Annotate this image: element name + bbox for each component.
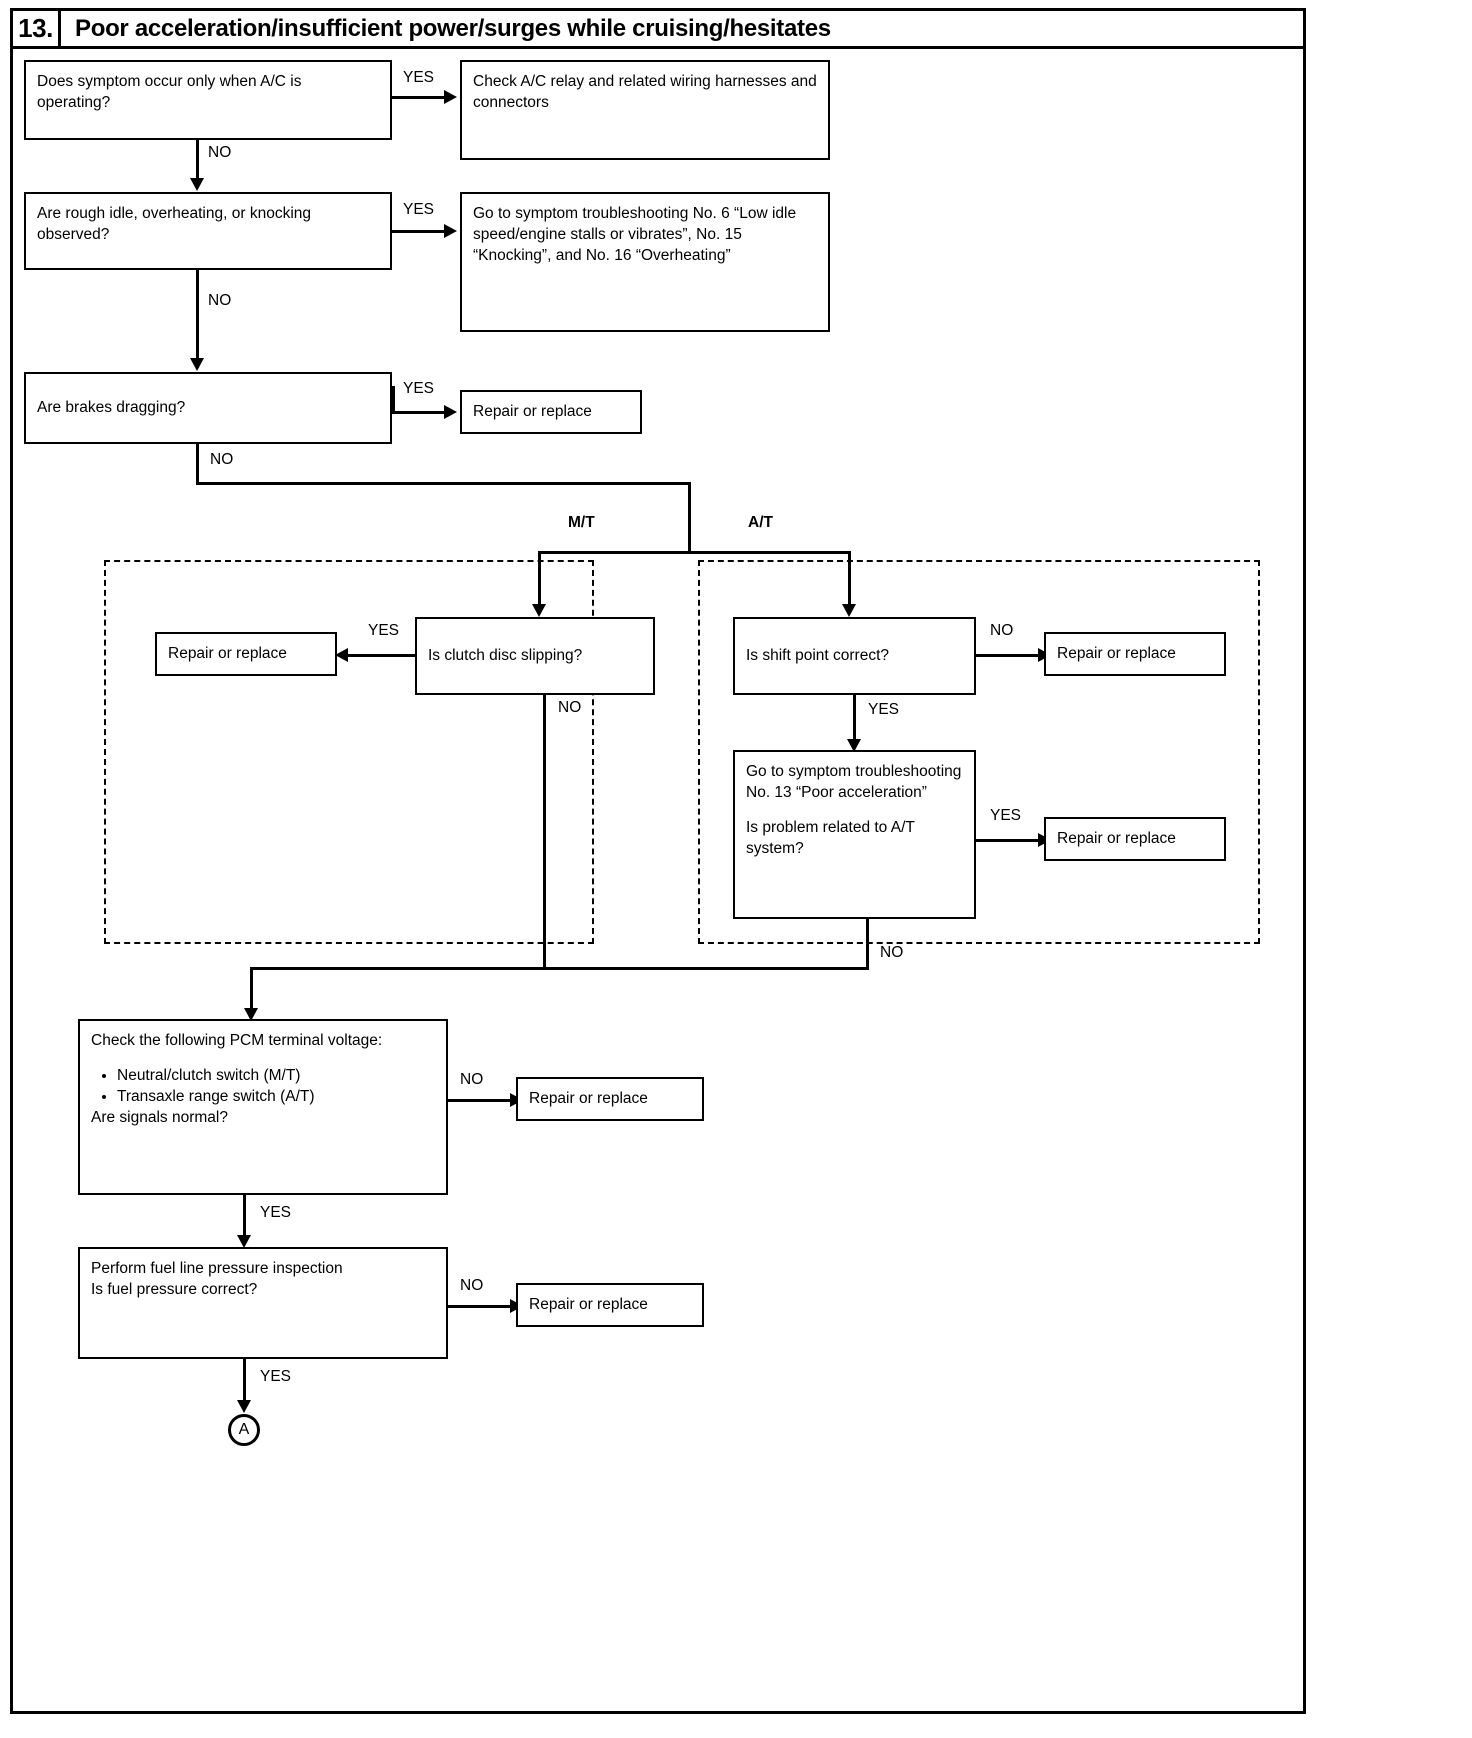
node-at-system-line2: Is problem related to A/T system?: [746, 818, 915, 857]
edge-merge-arrowhead: [244, 1008, 258, 1021]
group-frame-at: [698, 560, 1260, 944]
edge-merge-drop: [250, 967, 253, 1015]
edge-clutch-no-line: [543, 695, 546, 969]
edge-ac-yes-line: [392, 96, 444, 99]
edge-ac-no-line: [196, 140, 199, 188]
node-shift-question: Is shift point correct?: [733, 617, 976, 695]
node-pcm-title: Check the following PCM terminal voltage…: [91, 1032, 383, 1049]
node-pcm-answer: Repair or replace: [516, 1077, 704, 1121]
node-fuel-line1: Perform fuel line pressure inspection: [91, 1260, 343, 1277]
edge-fuel-yes-arrowhead: [237, 1400, 251, 1413]
page-border: [10, 8, 1306, 1714]
edge-label-shift-no: NO: [990, 622, 1014, 639]
edge-rough-no-line: [196, 270, 199, 368]
edge-pcm-yes-arrowhead: [237, 1235, 251, 1248]
node-at-system-question: Go to symptom troubleshooting No. 13 “Po…: [733, 750, 976, 919]
edge-clutch-yes-line: [348, 654, 416, 657]
node-shift-answer: Repair or replace: [1044, 632, 1226, 676]
edge-brakes-no-across: [196, 482, 691, 485]
edge-label-at-system-no: NO: [880, 944, 904, 961]
edge-at-system-yes-line: [976, 839, 1041, 842]
edge-pcm-yes-line: [243, 1195, 246, 1243]
node-ac-question: Does symptom occur only when A/C is oper…: [24, 60, 392, 140]
node-rough-idle-answer: Go to symptom troubleshooting No. 6 “Low…: [460, 192, 830, 332]
edge-mt-at-split-bar: [538, 551, 850, 554]
edge-brakes-no-drop: [688, 482, 691, 553]
edge-label-clutch-no: NO: [558, 699, 582, 716]
node-brakes-question: Are brakes dragging?: [24, 372, 392, 444]
chart-header: 13. Poor acceleration/insufficient power…: [13, 11, 1303, 49]
edge-label-rough-yes: YES: [403, 201, 435, 218]
node-fuel-answer: Repair or replace: [516, 1283, 704, 1327]
node-at-system-answer: Repair or replace: [1044, 817, 1226, 861]
node-pcm-bullet-1: Transaxle range switch (A/T): [117, 1087, 435, 1108]
node-brakes-answer: Repair or replace: [460, 390, 642, 434]
edge-label-ac-yes: YES: [403, 69, 435, 86]
edge-rough-yes-arrowhead: [444, 224, 457, 238]
edge-label-ac-no: NO: [208, 144, 232, 161]
edge-ac-yes-arrowhead: [444, 90, 457, 104]
node-clutch-question: Is clutch disc slipping?: [415, 617, 655, 695]
edge-label-fuel-no: NO: [460, 1277, 484, 1294]
edge-rough-no-arrowhead: [190, 358, 204, 371]
edge-label-brakes-yes: YES: [403, 380, 435, 397]
edge-pcm-no-line: [448, 1099, 513, 1102]
edge-label-clutch-yes: YES: [368, 622, 400, 639]
edge-brakes-yes-line: [392, 411, 444, 414]
node-clutch-answer: Repair or replace: [155, 632, 337, 676]
edge-label-at: A/T: [748, 514, 773, 531]
edge-clutch-yes-arrowhead: [335, 648, 348, 662]
edge-label-shift-yes: YES: [868, 701, 900, 718]
node-ac-answer: Check A/C relay and related wiring harne…: [460, 60, 830, 160]
node-at-system-line1: Go to symptom troubleshooting No. 13 “Po…: [746, 763, 962, 801]
edge-fuel-no-line: [448, 1305, 513, 1308]
edge-shift-yes-line: [853, 695, 856, 747]
node-pcm-bullets: Neutral/clutch switch (M/T) Transaxle ra…: [91, 1066, 435, 1108]
node-fuel-question: Perform fuel line pressure inspection Is…: [78, 1247, 448, 1359]
edge-label-brakes-no: NO: [210, 451, 234, 468]
edge-label-mt: M/T: [568, 514, 595, 531]
page-title: Poor acceleration/insufficient power/sur…: [75, 14, 831, 42]
edge-mt-leg: [538, 551, 541, 611]
edge-label-rough-no: NO: [208, 292, 232, 309]
edge-shift-yes-arrowhead: [847, 739, 861, 752]
node-pcm-bullet-0: Neutral/clutch switch (M/T): [117, 1066, 435, 1087]
edge-fuel-yes-line: [243, 1359, 246, 1407]
edge-merge-bar: [250, 967, 869, 970]
edge-brakes-yes-arrowhead: [444, 405, 457, 419]
edge-at-leg: [848, 551, 851, 611]
edge-brakes-yes-riser: [392, 386, 395, 413]
node-fuel-line2: Is fuel pressure correct?: [91, 1280, 258, 1298]
node-pcm-question: Check the following PCM terminal voltage…: [78, 1019, 448, 1195]
edge-label-pcm-no: NO: [460, 1071, 484, 1088]
node-pcm-gap: [91, 1052, 435, 1066]
connector-a: A: [228, 1414, 260, 1446]
node-at-system-gap: [746, 804, 963, 818]
edge-label-at-system-yes: YES: [990, 807, 1022, 824]
node-pcm-question-text: Are signals normal?: [91, 1108, 228, 1126]
edge-at-arrowhead: [842, 604, 856, 617]
node-rough-idle-question: Are rough idle, overheating, or knocking…: [24, 192, 392, 270]
group-frame-mt: [104, 560, 594, 944]
edge-label-fuel-yes: YES: [260, 1368, 292, 1385]
edge-shift-no-line: [976, 654, 1041, 657]
edge-at-system-no-line: [866, 919, 869, 969]
edge-brakes-no-down: [196, 444, 199, 484]
edge-label-pcm-yes: YES: [260, 1204, 292, 1221]
edge-ac-no-arrowhead: [190, 178, 204, 191]
chart-number: 13.: [13, 11, 61, 46]
edge-rough-yes-line: [392, 230, 444, 233]
edge-mt-arrowhead: [532, 604, 546, 617]
